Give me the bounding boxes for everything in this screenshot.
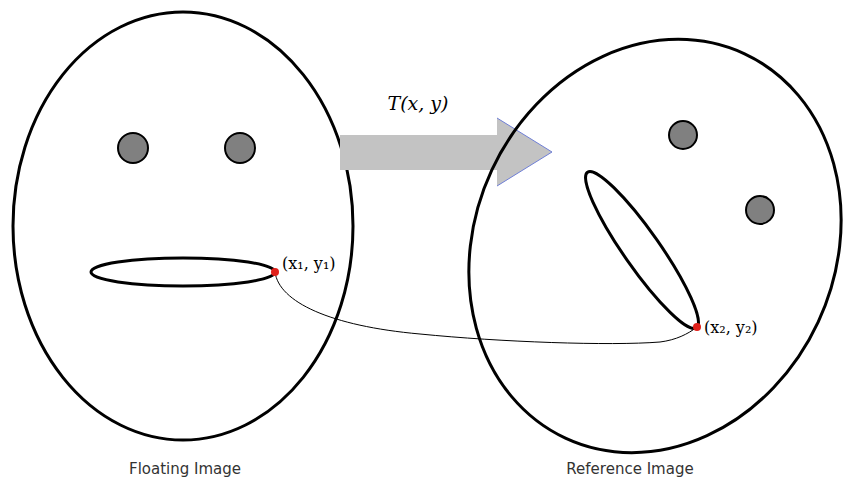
mouth [91, 258, 275, 286]
eye [225, 133, 255, 163]
eye [118, 133, 148, 163]
transform-label: T(x, y) [387, 92, 448, 115]
point-label: (x₂, y₂) [703, 318, 759, 337]
correspondence-curve [275, 272, 697, 344]
mouth [573, 162, 711, 338]
landmark-point [271, 268, 279, 276]
image-caption: Reference Image [566, 460, 693, 478]
arrow-head-edge [497, 118, 552, 186]
eye [746, 196, 774, 224]
eye [669, 121, 697, 149]
face-outline [13, 12, 353, 440]
point-label: (x₁, y₁) [281, 254, 337, 273]
face-outline [402, 0, 852, 485]
transform-arrow [340, 118, 552, 186]
image-caption: Floating Image [129, 460, 241, 478]
landmark-point [693, 323, 701, 331]
